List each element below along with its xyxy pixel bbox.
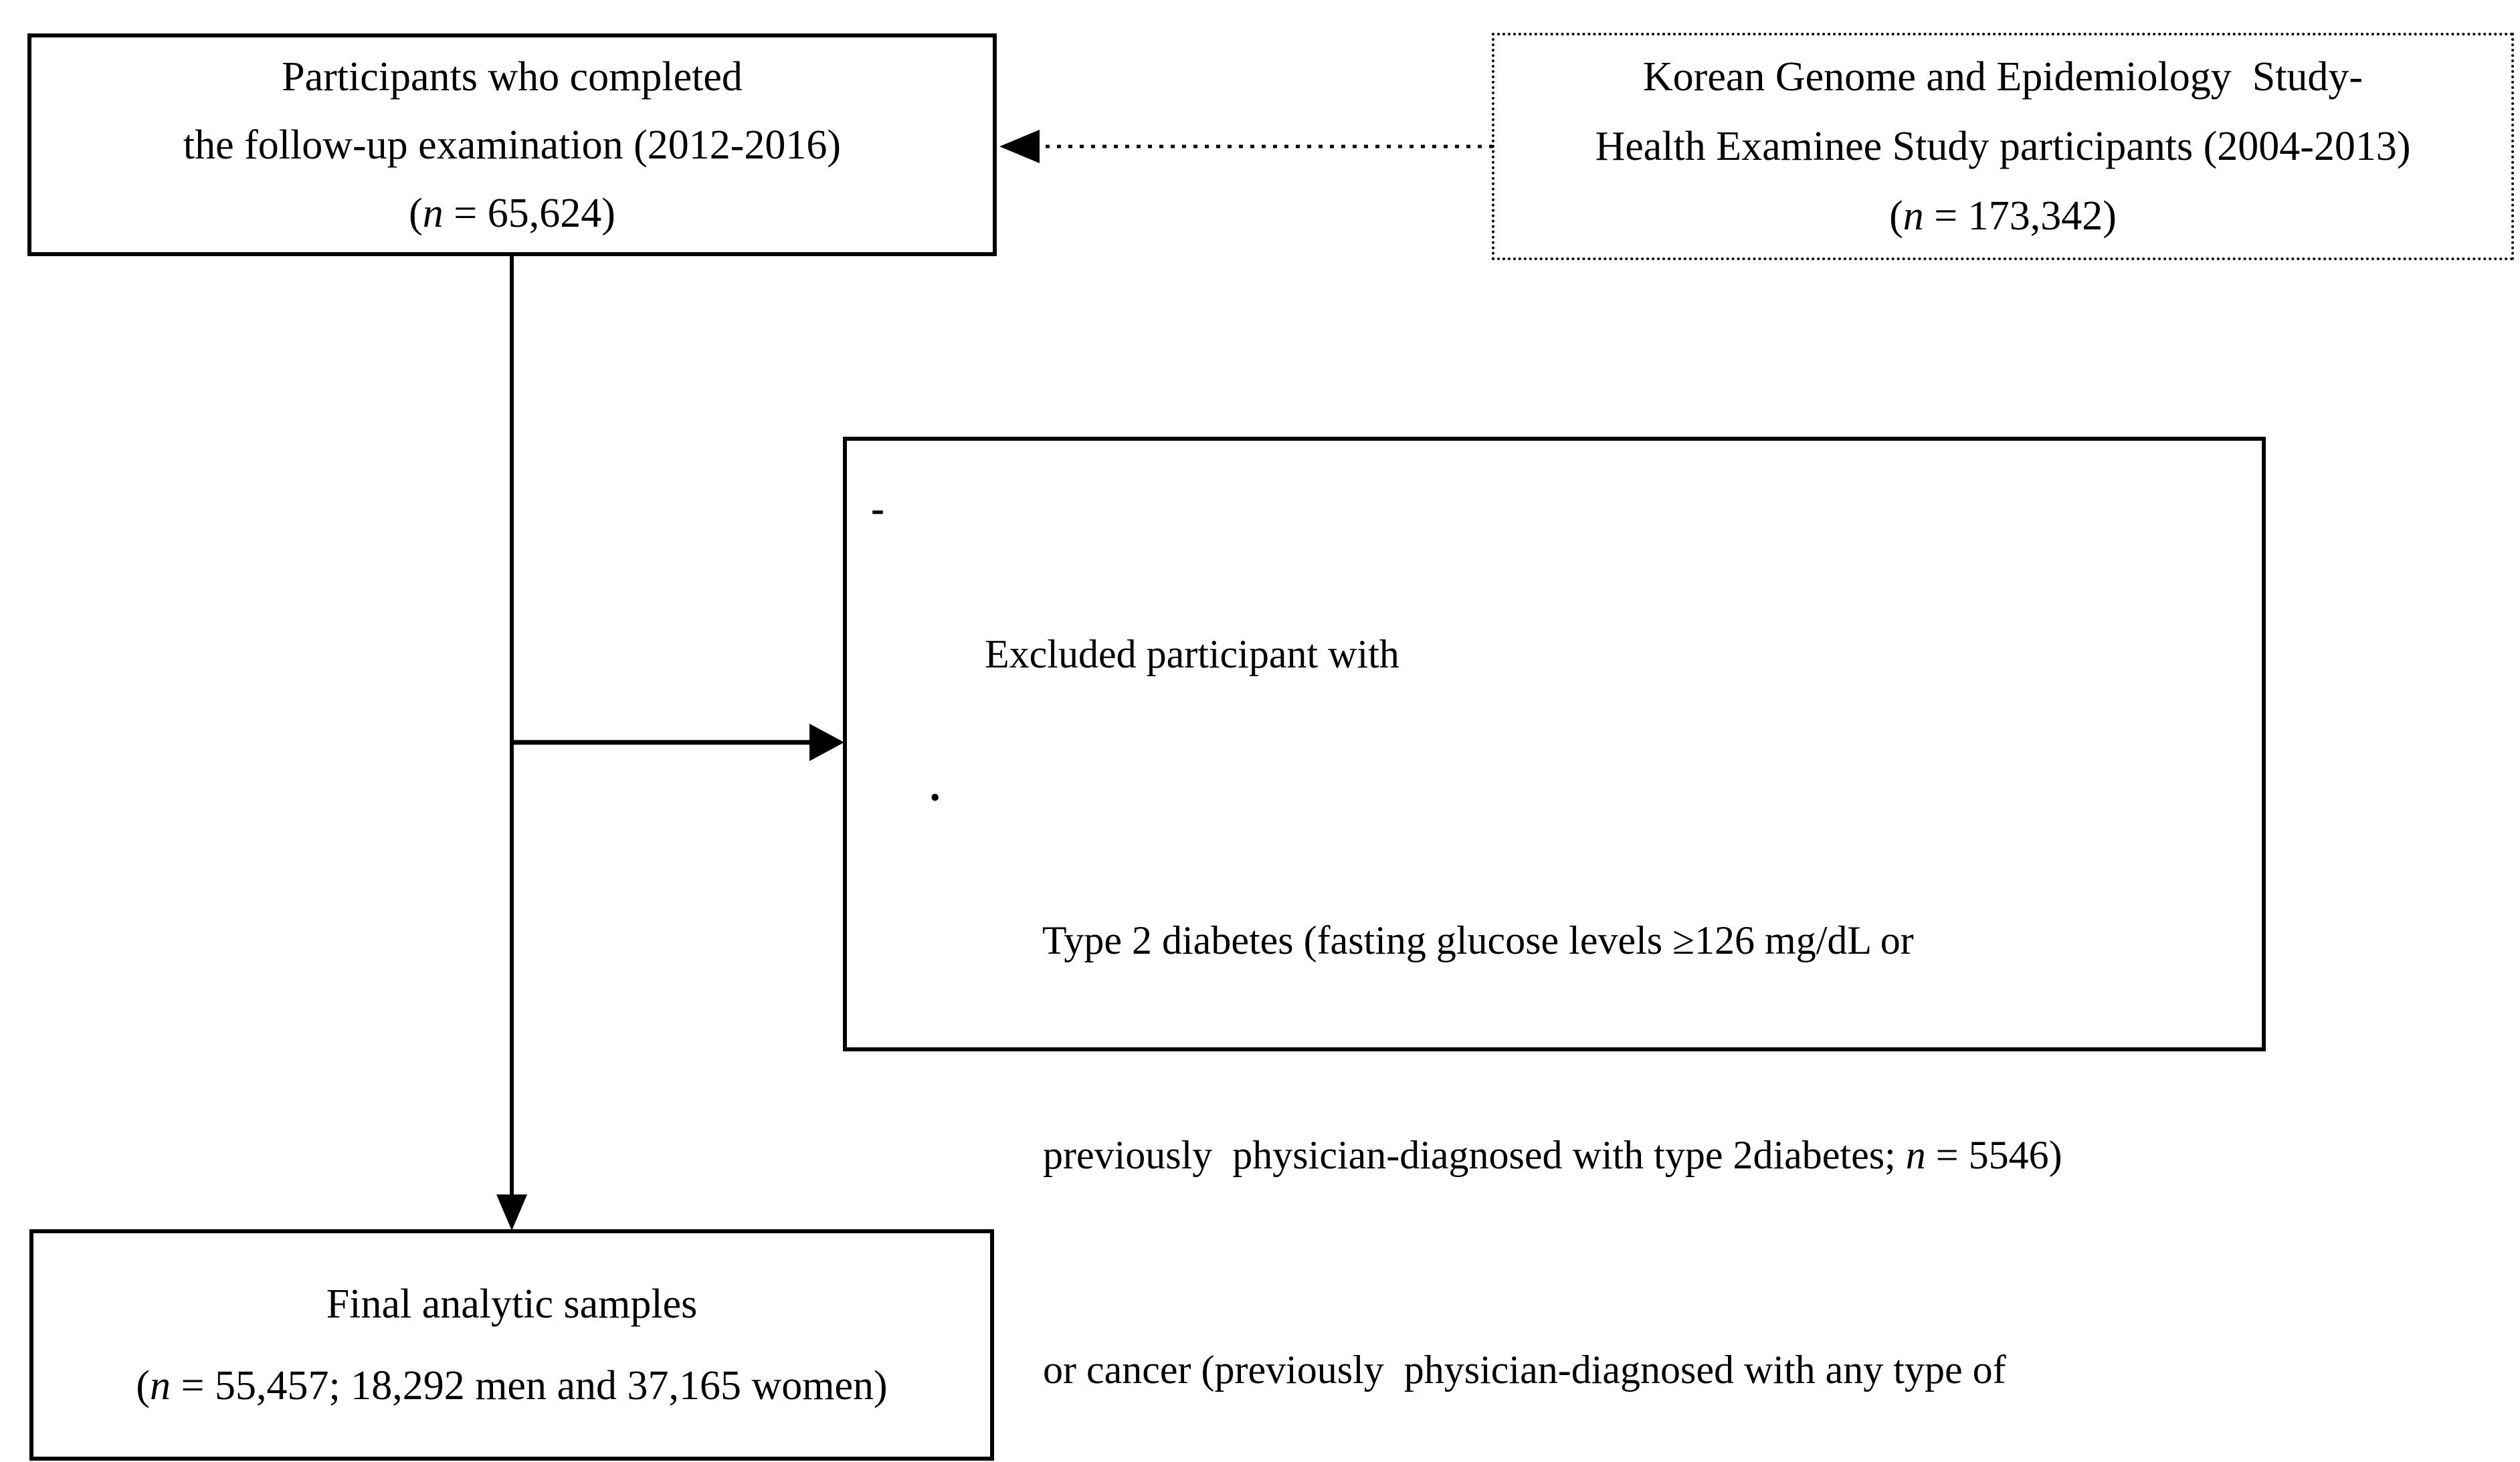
text-line: Final analytic samples bbox=[326, 1281, 698, 1327]
bullet-text: Type 2 diabetes (fasting glucose levels … bbox=[1042, 918, 1914, 962]
text-line: the follow-up examination (2012-2016) bbox=[183, 122, 842, 168]
box-followup-participants: Participants who completed the follow-up… bbox=[27, 33, 997, 256]
down-arrowhead-icon bbox=[496, 1194, 527, 1231]
left-arrowhead-icon bbox=[999, 130, 1040, 163]
exclusion-bullet-1-line-3: or cancer (previously physician-diagnose… bbox=[847, 1263, 2262, 1462]
text-line: Health Examinee Study participants (2004… bbox=[1595, 124, 2411, 169]
exclusion-bullet-1-line-2: previously physician-diagnosed with type… bbox=[847, 1048, 2262, 1263]
bullet-marker: • bbox=[930, 781, 941, 814]
box-koges-hexa-source: Korean Genome and Epidemiology Study- He… bbox=[1492, 33, 2514, 260]
box-final-analytic-sample: Final analytic samples (n = 55,457; 18,2… bbox=[29, 1229, 994, 1461]
text-line: (n = 55,457; 18,292 men and 37,165 women… bbox=[136, 1363, 888, 1408]
text-line: (n = 65,624) bbox=[409, 190, 615, 236]
text-line: (n = 173,342) bbox=[1889, 193, 2117, 239]
box-exclusion-criteria: - Excluded participant with • Type 2 dia… bbox=[843, 437, 2266, 1392]
text-line: Korean Genome and Epidemiology Study- bbox=[1642, 54, 2363, 100]
bullet-text: previously physician-diagnosed with type… bbox=[1043, 1133, 2062, 1177]
dash-marker: - bbox=[871, 486, 884, 530]
exclusion-header-text: Excluded participant with bbox=[985, 632, 1399, 676]
exclusion-bullet-1-line-1: • Type 2 diabetes (fasting glucose level… bbox=[847, 762, 2262, 1048]
exclusion-header: - Excluded participant with bbox=[847, 476, 2262, 762]
right-arrowhead-icon bbox=[809, 724, 844, 761]
bullet-text: or cancer (previously physician-diagnose… bbox=[1043, 1348, 2006, 1392]
text-line: Participants who completed bbox=[282, 54, 743, 100]
